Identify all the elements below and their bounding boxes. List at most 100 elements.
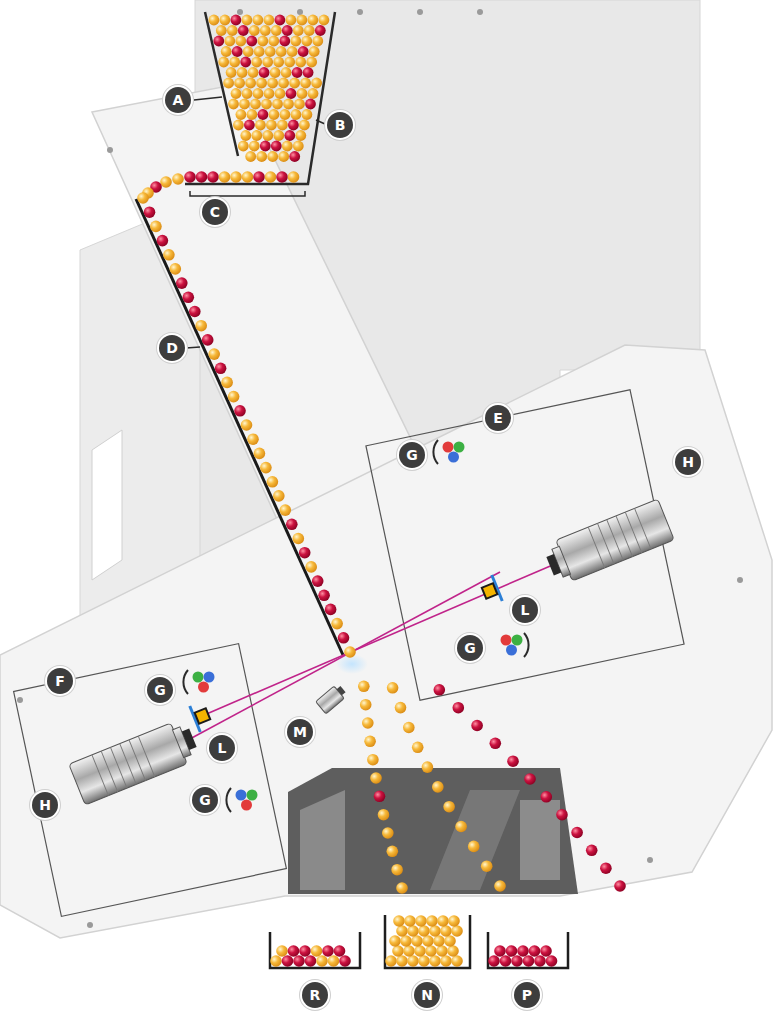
yellow-ball [271,25,282,36]
yellow-ball [297,88,308,99]
bolts [17,9,743,928]
yellow-ball [278,78,289,89]
yellow-ball [209,15,220,26]
red-ball [292,67,303,78]
yellow-ball [221,46,232,57]
red-ball [279,36,290,47]
red-ball [275,15,286,26]
red-ball [244,120,255,131]
rgb-light [226,788,257,812]
red-ball [471,720,483,732]
yellow-ball [261,99,272,110]
yellow-ball [293,141,304,152]
red-ball [312,575,324,587]
yellow-ball [251,57,262,68]
callout-letter: F [47,668,73,694]
yellow-ball [300,78,311,89]
red-ball [234,405,246,417]
yellow-ball [311,945,323,957]
red-ball [338,632,350,644]
callout-letter: H [32,792,58,818]
yellow-ball [291,109,302,120]
red-ball [183,292,195,304]
yellow-ball [295,130,306,141]
yellow-ball [302,109,313,120]
leader-line [316,120,325,124]
yellow-ball [233,120,244,131]
leader-line [186,347,200,348]
yellow-ball [220,15,231,26]
red-ball [523,955,535,967]
red-ball [614,880,626,892]
yellow-ball [239,99,250,110]
red-ball [529,945,541,957]
yellow-ball [228,391,240,403]
yellow-ball [415,915,427,927]
yellow-ball [306,57,317,68]
red-ball [298,46,309,57]
yellow-ball [241,419,253,431]
red-ball [586,845,598,857]
yellow-ball [281,67,292,78]
yellow-ball [229,57,240,68]
bin [488,932,568,968]
blue-led [448,452,459,463]
yellow-ball [414,945,426,957]
yellow-ball [243,46,254,57]
yellow-ball [297,15,308,26]
red-led [501,635,512,646]
yellow-ball [137,192,149,204]
red-ball [374,791,386,803]
yellow-ball [218,57,229,68]
red-ball [322,945,334,957]
yellow-ball [468,841,480,853]
red-ball [490,738,502,750]
yellow-ball [265,171,277,183]
hopper-wall [185,12,335,184]
red-ball [434,684,446,696]
red-ball [184,171,196,183]
machinery-part [300,790,345,890]
yellow-ball [443,801,455,813]
yellow-ball [494,880,506,892]
yellow-ball [309,46,320,57]
red-ball [600,862,612,874]
reflector [183,670,188,694]
laser-module [479,575,502,606]
yellow-ball [358,681,370,693]
bolt [87,922,93,928]
red-ball [288,120,299,131]
red-ball [282,25,293,36]
bin [270,932,360,968]
laser-beam [188,572,500,740]
red-ball [282,955,294,967]
red-ball [231,15,242,26]
camera-fins [588,508,651,568]
yellow-ball [231,88,242,99]
callout-letter: G [399,442,425,468]
yellow-ball [429,925,441,937]
yellow-ball [234,78,245,89]
yellow-ball [247,433,259,445]
camera-lens [182,729,197,751]
yellow-ball [331,618,343,630]
callout-letter: G [147,677,173,703]
laser-source [195,708,211,724]
callout-letter: L [512,597,538,623]
yellow-ball [393,915,405,927]
yellow-ball [286,15,297,26]
laser-module [190,701,213,732]
red-ball [271,141,282,152]
red-ball [258,109,269,120]
yellow-ball [264,15,275,26]
sensor-box-outline [14,644,287,917]
red-ball [293,955,305,967]
yellow-ball [247,109,258,120]
yellow-ball [395,702,407,714]
red-ball [276,171,288,183]
yellow-ball [378,809,390,821]
bolt [107,147,113,153]
red-ball [284,130,295,141]
ejector [316,683,348,714]
yellow-ball [304,25,315,36]
